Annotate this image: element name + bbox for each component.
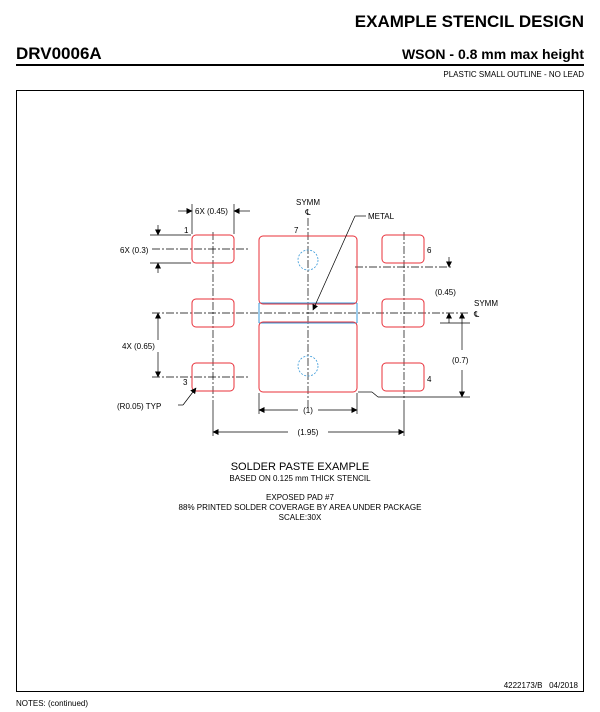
package-name: WSON - 0.8 mm max height (401, 46, 584, 62)
pitch-dim: 4X (0.65) (122, 342, 155, 351)
ep-width-dim: (1) (303, 406, 313, 415)
pad-height-dim: 6X (0.3) (120, 246, 149, 255)
corner-radius-dim: (R0.05) TYP (117, 402, 161, 411)
ep-half-dim: (0.7) (452, 356, 469, 365)
notes-label: NOTES: (continued) (16, 699, 89, 708)
pad-5 (381, 298, 425, 328)
caption-scale: SCALE:30X (278, 513, 322, 522)
exposed-pad (258, 235, 358, 393)
package-description: PLASTIC SMALL OUTLINE - NO LEAD (443, 70, 584, 79)
pad-1 (191, 234, 235, 264)
caption-coverage: 88% PRINTED SOLDER COVERAGE BY AREA UNDE… (178, 503, 422, 512)
caption-subtitle: BASED ON 0.125 mm THICK STENCIL (229, 474, 371, 483)
center-lines (152, 218, 470, 408)
caption-title: SOLDER PASTE EXAMPLE (230, 461, 370, 473)
drawing-frame (16, 90, 584, 692)
paste-window-upper (258, 235, 358, 305)
pin-4-label: 4 (427, 375, 432, 384)
pad-6 (381, 234, 425, 264)
caption-exposed-pad: EXPOSED PAD #7 (266, 493, 334, 502)
part-number: DRV0006A (16, 44, 102, 63)
pin-3-label: 3 (183, 378, 188, 387)
dimensions (150, 204, 470, 436)
via-lower (297, 355, 319, 377)
ep-offset-dim: (0.45) (435, 288, 456, 297)
signal-pads (191, 234, 425, 392)
symm-label-right: SYMM (474, 299, 498, 308)
pad-span-dim: (1.95) (298, 428, 319, 437)
centerline-symbol-top: ℄ (304, 208, 311, 217)
document-number: 4222173/B 04/2018 (503, 681, 578, 690)
paste-window-lower (258, 321, 358, 393)
page-title: EXAMPLE STENCIL DESIGN (354, 12, 584, 31)
metal-label: METAL (368, 212, 395, 221)
centerline-symbol-right: ℄ (473, 310, 480, 319)
pin-6-label: 6 (427, 246, 432, 255)
header-rule (16, 64, 584, 66)
pad-2 (191, 298, 235, 328)
via-upper (297, 249, 319, 271)
pin-7-label: 7 (294, 226, 299, 235)
pad-4 (381, 362, 425, 392)
symm-label-top: SYMM (296, 198, 320, 207)
pad-width-dim: 6X (0.45) (195, 207, 228, 216)
pin-1-label: 1 (184, 226, 189, 235)
pad-3 (191, 362, 235, 392)
